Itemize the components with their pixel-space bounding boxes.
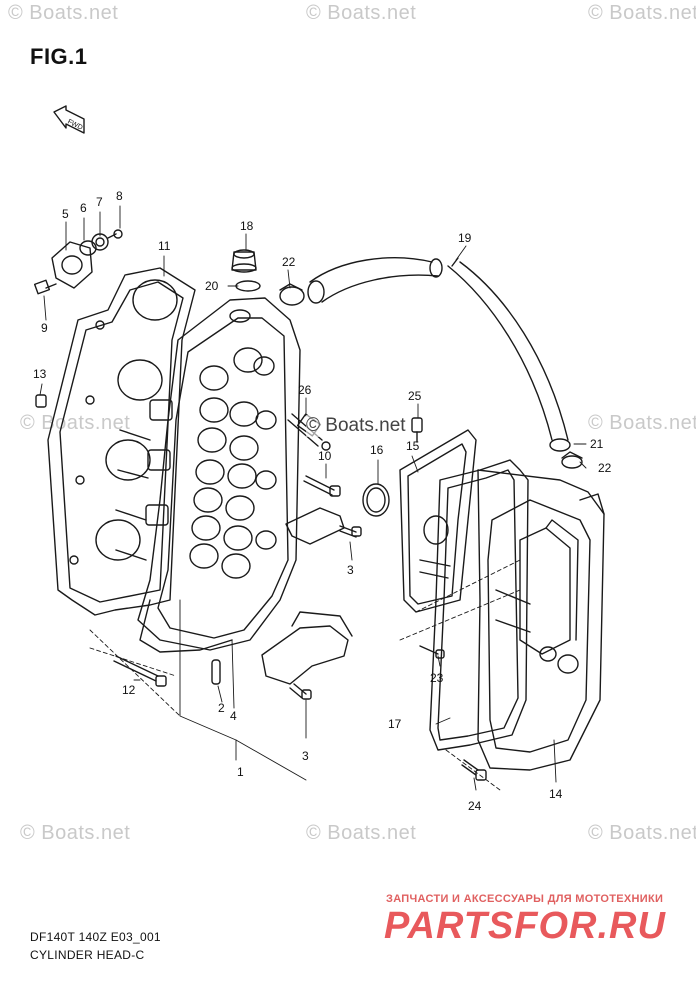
watermark: © Boats.net bbox=[20, 412, 131, 434]
callout-18: 18 bbox=[240, 219, 254, 233]
drain-plug-part bbox=[231, 249, 261, 292]
callout-21: 21 bbox=[590, 437, 604, 451]
bolt-10-part bbox=[303, 475, 341, 497]
figure-label: FIG.1 bbox=[30, 44, 88, 69]
fwd-arrow-icon: FWD bbox=[53, 105, 85, 134]
head-gasket-part bbox=[47, 267, 196, 616]
callout-6: 6 bbox=[80, 201, 87, 215]
callout-22-bottom: 22 bbox=[598, 461, 612, 475]
watermark: © Boats.net bbox=[588, 412, 696, 434]
callout-14: 14 bbox=[549, 787, 563, 801]
pin-part bbox=[211, 659, 221, 685]
watermark: © Boats.net bbox=[588, 822, 696, 844]
callout-15: 15 bbox=[406, 439, 420, 453]
callout-3-upper: 3 bbox=[347, 563, 354, 577]
section-name: CYLINDER HEAD-C bbox=[30, 948, 145, 962]
leader-lines bbox=[39, 205, 587, 791]
callout-24: 24 bbox=[468, 799, 482, 813]
callout-13: 13 bbox=[33, 367, 47, 381]
callout-1: 1 bbox=[237, 765, 244, 779]
o-ring-part bbox=[362, 483, 390, 517]
watermark: © Boats.net bbox=[306, 2, 417, 24]
brand-logo: PARTSFOR.RU bbox=[384, 905, 666, 947]
callout-11: 11 bbox=[158, 239, 171, 253]
bolt-23-part bbox=[419, 645, 445, 659]
model-code: DF140T 140Z E03_001 bbox=[30, 930, 161, 944]
callout-20: 20 bbox=[205, 279, 219, 293]
callout-9: 9 bbox=[41, 321, 48, 335]
callout-5: 5 bbox=[62, 207, 69, 221]
bolt-24-part bbox=[461, 759, 487, 781]
brand-tagline: ЗАПЧАСТИ И АКСЕССУАРЫ ДЛЯ МОТОТЕХНИКИ bbox=[386, 893, 664, 905]
callout-16: 16 bbox=[370, 443, 384, 457]
callout-3-lower: 3 bbox=[302, 749, 309, 763]
callout-7: 7 bbox=[96, 195, 103, 209]
callout-8: 8 bbox=[116, 189, 123, 203]
callout-25: 25 bbox=[408, 389, 422, 403]
head-cover-part bbox=[477, 469, 605, 771]
callout-4: 4 bbox=[230, 709, 237, 723]
callout-19: 19 bbox=[458, 231, 472, 245]
watermark: © Boats.net bbox=[8, 2, 119, 24]
hose-clamp-part bbox=[279, 283, 583, 469]
bolt-25-part bbox=[411, 417, 423, 443]
long-bolt-part bbox=[113, 655, 167, 687]
dowel-pin-part bbox=[35, 394, 47, 408]
center-watermark: © Boats.net bbox=[306, 415, 406, 437]
thermostat-cap-part bbox=[33, 229, 123, 295]
cylinder-head-part bbox=[115, 297, 301, 653]
watermark: © Boats.net bbox=[20, 822, 131, 844]
watermark: © Boats.net bbox=[306, 822, 417, 844]
callout-22-top: 22 bbox=[282, 255, 296, 269]
callout-2: 2 bbox=[218, 701, 225, 715]
callout-17: 17 bbox=[388, 717, 402, 731]
cover-gasket-part bbox=[399, 429, 477, 613]
watermark: © Boats.net bbox=[588, 2, 696, 24]
water-hose-part bbox=[307, 257, 571, 452]
callout-12: 12 bbox=[122, 683, 136, 697]
callout-10: 10 bbox=[318, 449, 332, 463]
callout-23: 23 bbox=[430, 671, 444, 685]
callout-26: 26 bbox=[298, 383, 312, 397]
cam-cap-part bbox=[261, 507, 362, 700]
